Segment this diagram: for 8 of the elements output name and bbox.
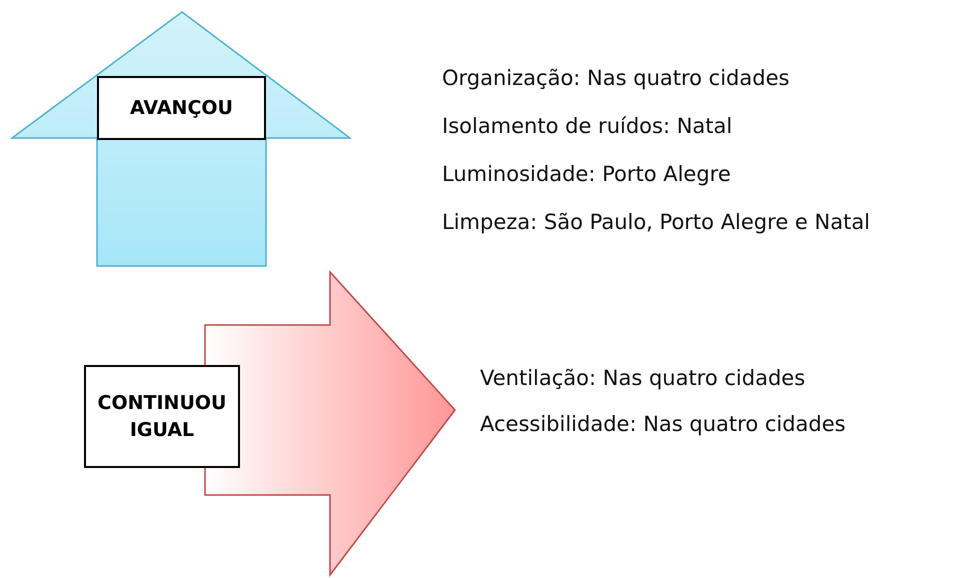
list-item-text: Ventilação: Nas quatro cidades (480, 366, 806, 390)
label-box: AVANÇOU (97, 76, 266, 140)
list-item-text: Organização: Nas quatro cidades (442, 66, 790, 90)
list-item-text: Acessibilidade: Nas quatro cidades (480, 412, 846, 436)
label-box: CONTINUOU IGUAL (84, 365, 240, 468)
list-item-text: Isolamento de ruídos: Natal (442, 114, 732, 138)
list-item-text: Limpeza: São Paulo, Porto Alegre e Natal (442, 210, 870, 234)
list-item-text: Luminosidade: Porto Alegre (442, 162, 731, 186)
